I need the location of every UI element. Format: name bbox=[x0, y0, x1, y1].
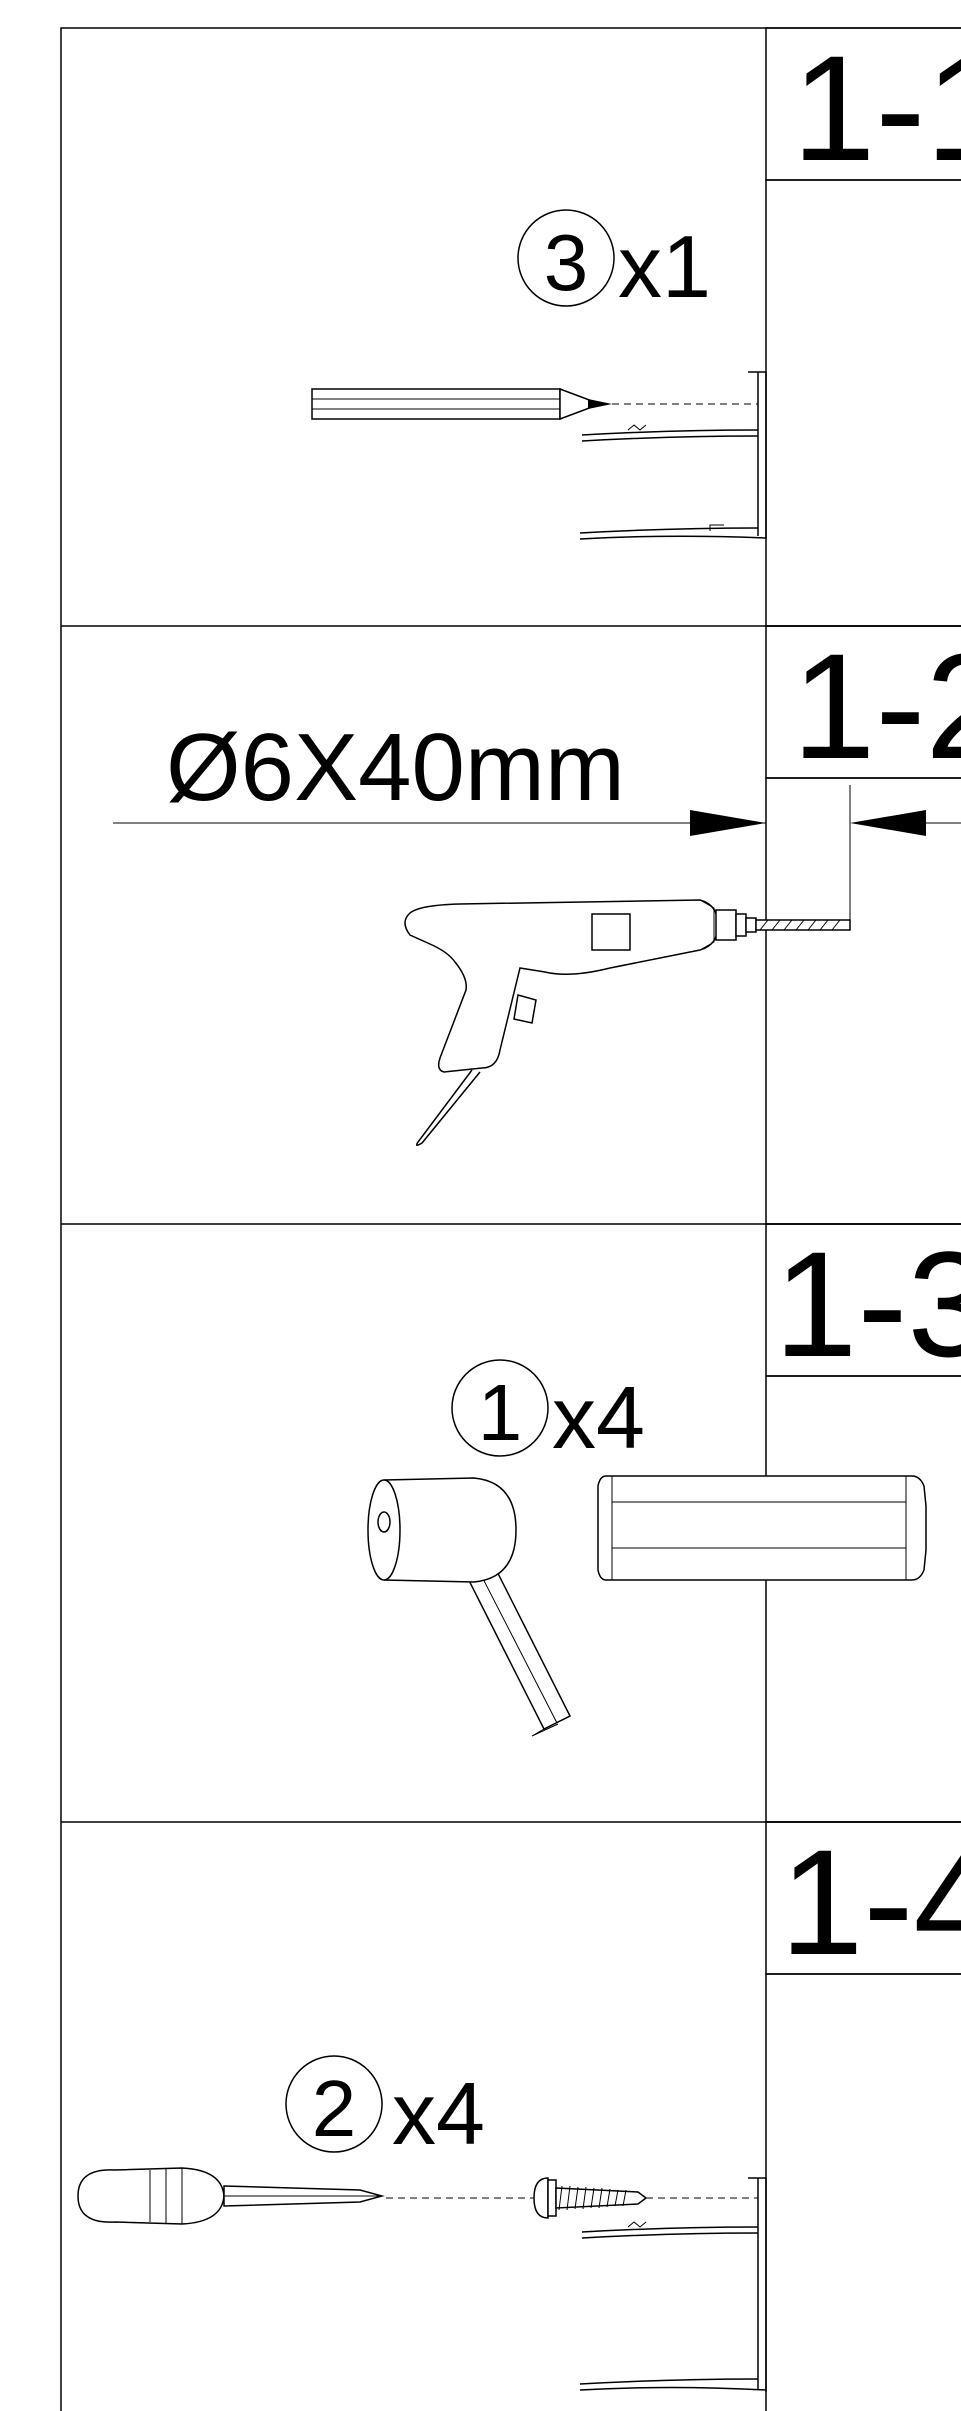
svg-text:2: 2 bbox=[312, 2064, 357, 2153]
svg-text:1-4: 1-4 bbox=[780, 1818, 961, 1986]
hammer-icon bbox=[367, 1477, 572, 1737]
bracket-icon bbox=[579, 371, 767, 540]
step-label-1-2: 1-2 bbox=[765, 622, 961, 790]
svg-text:x1: x1 bbox=[618, 217, 711, 316]
svg-text:1: 1 bbox=[478, 1368, 523, 1457]
step-label-1-1: 1-1 bbox=[765, 24, 961, 192]
svg-text:x4: x4 bbox=[552, 1368, 645, 1467]
svg-text:3: 3 bbox=[544, 218, 589, 307]
step-label-1-3: 1-3 bbox=[765, 1220, 961, 1388]
svg-text:x4: x4 bbox=[392, 2064, 485, 2163]
svg-text:1-1: 1-1 bbox=[792, 24, 961, 192]
bracket-icon-2 bbox=[579, 2177, 767, 2392]
part-callout-2: 2 x4 bbox=[285, 2055, 485, 2163]
drill-icon bbox=[404, 899, 851, 1146]
wall-plug-icon bbox=[597, 1475, 927, 1581]
dimension-arrows bbox=[113, 785, 961, 925]
pencil-icon bbox=[311, 387, 612, 421]
screwdriver-icon bbox=[77, 2167, 385, 2225]
svg-text:1-2: 1-2 bbox=[792, 622, 961, 790]
screw-icon bbox=[533, 2177, 648, 2219]
step-label-1-4: 1-4 bbox=[765, 1818, 961, 1986]
svg-text:1-3: 1-3 bbox=[774, 1220, 961, 1388]
part-callout-3: 3 x1 bbox=[517, 209, 711, 316]
part-callout-1: 1 x4 bbox=[451, 1359, 645, 1467]
drill-bit-dimension: Ø6X40mm bbox=[166, 714, 625, 821]
